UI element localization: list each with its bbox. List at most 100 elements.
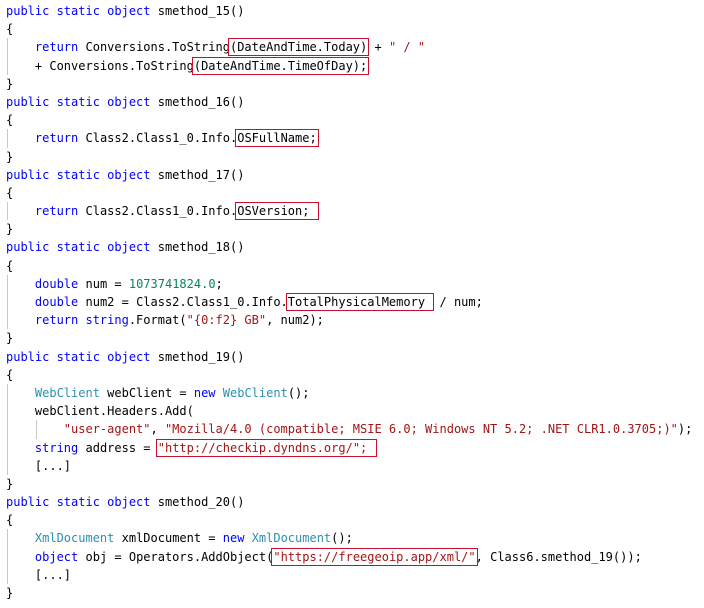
code-token: {: [6, 22, 14, 37]
code-token: return string: [34, 313, 129, 328]
code-token: }: [6, 586, 14, 600]
code-line: "user-agent", "Mozilla/4.0 (compatible; …: [6, 420, 693, 439]
code-token: 1073741824.0: [128, 276, 216, 291]
code-token: webClient.Headers.Add(: [34, 404, 194, 419]
code-token: / num;: [432, 295, 483, 309]
code-token: obj = Operators.AddObject(: [78, 549, 274, 564]
code-token: num2 = Class2.Class1_0.Info.: [78, 295, 288, 309]
code-token: );: [677, 422, 693, 437]
code-token: smethod_18(): [150, 240, 245, 255]
indent: [6, 131, 35, 145]
highlighted-token: (DateAndTime.Today): [227, 38, 370, 57]
code-token: {: [6, 185, 14, 200]
code-line: double num2 = Class2.Class1_0.Info.Total…: [6, 293, 692, 312]
code-token: smethod_20(): [150, 495, 245, 510]
indent: [6, 531, 35, 545]
code-token: }: [6, 222, 14, 237]
indent-guide: [7, 38, 8, 57]
code-line: return Conversions.ToString(DateAndTime.…: [6, 38, 692, 57]
code-token: [244, 531, 251, 545]
code-line: return Class2.Class1_0.Info.OSFullName;: [6, 129, 692, 148]
highlighted-token: (DateAndTime.TimeOfDay);: [191, 56, 370, 75]
code-token: XmlDocument: [251, 531, 332, 546]
indent: [6, 204, 35, 218]
indent-guide: [7, 456, 8, 475]
indent-guide: [7, 56, 8, 75]
code-token: " / ": [388, 40, 426, 55]
code-line: [...]: [6, 456, 692, 475]
code-line: public static object smethod_15(): [6, 2, 692, 20]
code-token: }: [6, 476, 14, 491]
indent-guide: [7, 383, 8, 403]
indent: [6, 404, 35, 418]
code-token: [216, 386, 223, 400]
code-line: }: [6, 584, 692, 602]
code-token: webClient =: [99, 385, 194, 400]
code-token: double: [34, 276, 79, 291]
code-token: [...]: [34, 567, 72, 582]
code-token: public static object: [6, 94, 151, 109]
code-line: {: [6, 20, 692, 38]
code-listing: public static object smethod_15() { retur…: [6, 2, 692, 602]
indent: [6, 277, 35, 291]
code-token: ,: [150, 422, 165, 437]
code-token: {: [6, 367, 14, 382]
indent-guide: [7, 202, 8, 221]
code-line: {: [6, 511, 692, 529]
code-line: {: [6, 184, 692, 202]
code-line: public static object smethod_20(): [6, 493, 692, 511]
code-token: Class2.Class1_0.Info.: [78, 204, 238, 219]
code-token: address =: [78, 440, 158, 455]
code-line: + Conversions.ToString(DateAndTime.TimeO…: [6, 56, 692, 75]
highlighted-token: "http://checkip.dyndns.org/";: [155, 438, 377, 457]
code-token: public static object: [6, 4, 151, 18]
code-token: +: [367, 40, 389, 55]
code-token: public static object: [6, 349, 151, 364]
indent-guide: [7, 529, 8, 548]
code-token: }: [6, 76, 14, 91]
indent: [6, 386, 35, 400]
code-token: ();: [287, 385, 310, 400]
code-line: }: [6, 220, 692, 238]
code-token: "Mozilla/4.0 (compatible; MSIE 6.0; Wind…: [164, 422, 678, 437]
code-token: ();: [331, 531, 353, 546]
indent-guide: [7, 438, 8, 457]
code-line: webClient.Headers.Add(: [6, 402, 692, 421]
code-line: return string.Format("{0:f2} GB", num2);: [6, 311, 692, 330]
indent-guide: [7, 129, 8, 148]
code-line: }: [6, 148, 692, 166]
code-token: "user-agent": [63, 422, 151, 437]
code-token: [...]: [34, 458, 72, 473]
code-token: Class2.Class1_0.Info.: [78, 131, 238, 146]
highlighted-token: OSFullName;: [235, 129, 319, 148]
code-token: object: [34, 549, 79, 564]
code-token: smethod_19(): [150, 349, 245, 364]
code-line: {: [6, 257, 692, 275]
indent: [6, 313, 35, 327]
code-line: public static object smethod_19(): [6, 348, 692, 366]
code-line: XmlDocument xmlDocument = new XmlDocumen…: [6, 529, 692, 548]
code-token: , num2);: [266, 313, 324, 328]
code-token: .Format(: [128, 313, 187, 328]
indent-guide: [7, 420, 8, 439]
code-token: string: [34, 440, 79, 455]
code-token: }: [6, 331, 14, 346]
code-line: public static object smethod_17(): [6, 166, 692, 184]
code-token: double: [34, 295, 79, 309]
code-line: double num = 1073741824.0;: [6, 274, 692, 293]
code-token: xmlDocument =: [114, 531, 223, 546]
code-token: public static object: [6, 167, 151, 182]
indent: [6, 550, 35, 564]
indent-guide: [7, 311, 8, 330]
code-token: XmlDocument: [34, 531, 115, 546]
highlighted-token: TotalPhysicalMemory: [285, 293, 435, 311]
code-line: public static object smethod_16(): [6, 93, 692, 111]
code-token: smethod_16(): [150, 94, 245, 109]
code-token: Conversions.ToString: [78, 40, 230, 55]
code-token: WebClient: [34, 385, 100, 400]
code-line: string address = "http://checkip.dyndns.…: [6, 438, 692, 457]
code-token: public static object: [6, 495, 151, 510]
indent: [6, 459, 35, 473]
code-token: return: [34, 204, 79, 219]
indent: [6, 40, 35, 54]
